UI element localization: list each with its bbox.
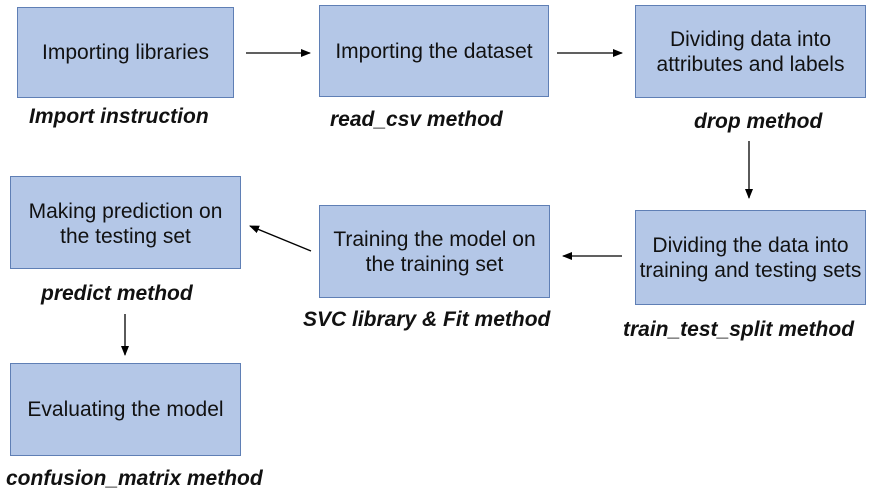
step-box-dividing-attributes-labels: Dividing data into attributes and labels	[635, 5, 866, 98]
step-label: Making prediction on the testing set	[28, 200, 223, 248]
step-caption-svc-fit: SVC library & Fit method	[303, 308, 551, 331]
step-caption-predict: predict method	[41, 282, 193, 305]
arrow-step5-to-step6	[249, 225, 312, 252]
step-label: Importing the dataset	[335, 39, 533, 63]
step-caption-drop: drop method	[694, 110, 823, 133]
step-label: Importing libraries	[42, 41, 209, 64]
step-box-importing-dataset: Importing the dataset	[319, 5, 549, 97]
step-box-making-prediction: Making prediction on the testing set	[10, 176, 241, 269]
step-caption-read-csv: read_csv method	[330, 108, 503, 131]
step-label: Dividing data into attributes and labels	[656, 27, 845, 76]
step-label: Dividing the data into training and test…	[639, 233, 862, 282]
step-box-evaluating-model: Evaluating the model	[10, 363, 241, 456]
step-label: Training the model on the training set	[333, 227, 536, 276]
step-box-dividing-train-test: Dividing the data into training and test…	[635, 210, 866, 305]
step-box-training-model: Training the model on the training set	[319, 205, 550, 298]
step-caption-import-instruction: Import instruction	[29, 105, 209, 128]
step-caption-train-test-split: train_test_split method	[623, 318, 855, 341]
step-label: Evaluating the model	[27, 398, 224, 421]
step-box-importing-libraries: Importing libraries	[17, 7, 234, 98]
step-caption-confusion-matrix: confusion_matrix method	[6, 467, 263, 490]
